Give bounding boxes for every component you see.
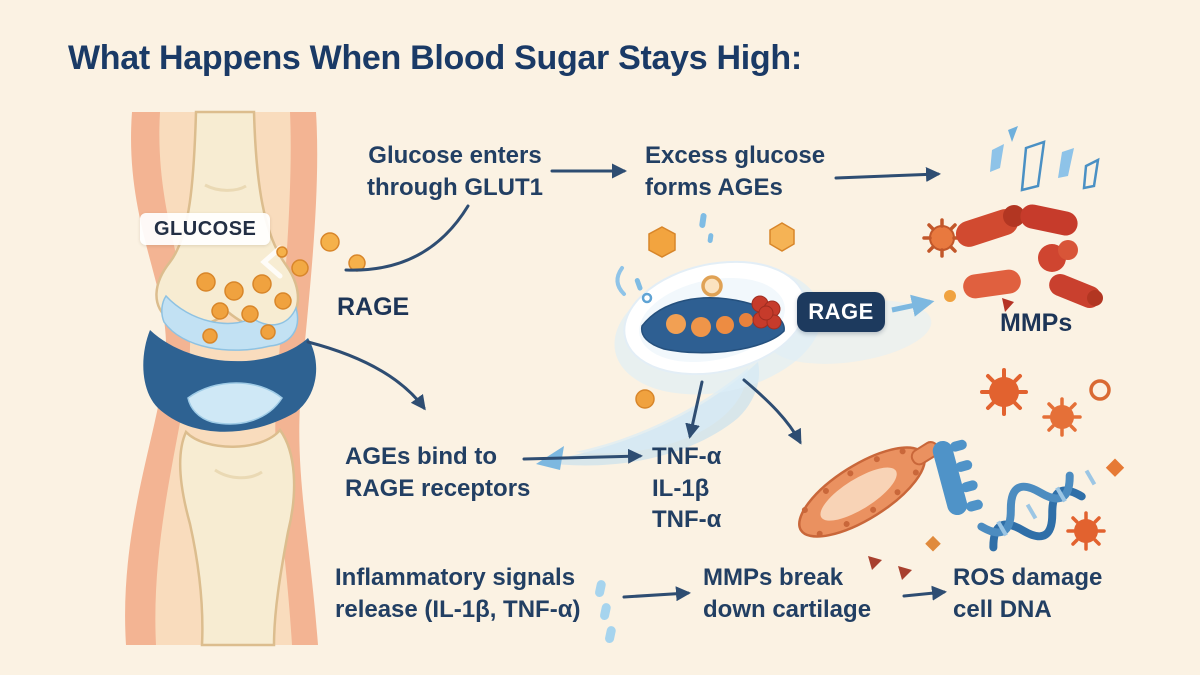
signal-marks — [634, 213, 714, 304]
arrow-rage-to-mmps — [891, 294, 935, 317]
step-excess-glucose: Excess glucose forms AGEs — [645, 142, 826, 201]
page-title: What Happens When Blood Sugar Stays High… — [68, 39, 802, 77]
age-cluster — [751, 295, 782, 330]
debris-triangle — [868, 556, 882, 570]
spiky-sun-icon — [922, 218, 962, 258]
arrow-step5-to-step6 — [902, 585, 947, 601]
rage-badge: RAGE — [797, 292, 885, 332]
glucose-dots — [196, 232, 366, 344]
tibia-bone — [178, 427, 296, 647]
ros-icons — [868, 368, 1125, 580]
flow-arrows — [306, 163, 947, 602]
step-inflammatory-signals: Inflammatory signals release (IL-1β, TNF… — [335, 564, 581, 623]
glucose-tag: GLUCOSE — [140, 213, 271, 245]
glucose-ring — [701, 275, 723, 297]
glucose-dots-in-cell — [666, 313, 753, 337]
glucose-hexagon — [769, 222, 795, 252]
ros-spiky-circle — [980, 368, 1028, 416]
dna-icon — [977, 469, 1097, 552]
cell-receptor-pocket — [640, 297, 785, 354]
glucose-hexagon — [648, 226, 676, 258]
ros-spiky-circle — [1042, 397, 1082, 437]
cytokine-list: TNF-α IL-1β TNF-α — [652, 443, 722, 534]
glucose-dot — [635, 389, 655, 409]
cartilage-texture-dots — [801, 448, 919, 537]
arrow-cell-to-cytokines — [685, 380, 704, 439]
step-ages-bind: AGEs bind to RAGE receptors — [345, 443, 531, 502]
arrow-step4-to-step5 — [622, 586, 691, 602]
cartilage-fragment-icon — [798, 441, 940, 538]
knee-joint-illustration — [125, 110, 366, 647]
mmps-label: MMPs — [1000, 309, 1073, 337]
debris-triangle — [898, 566, 912, 580]
meniscus-cartilage — [187, 382, 283, 425]
motion-mark — [615, 266, 626, 296]
arrow-cell-to-cartilage — [742, 378, 802, 445]
mmp-enzyme-icons — [922, 204, 1103, 312]
step-ros-damage: ROS damage cell DNA — [953, 564, 1103, 623]
arrow-knee-to-step3 — [306, 340, 426, 411]
ros-ring — [1089, 379, 1111, 401]
collagen-comb-icon — [932, 439, 983, 516]
cell-illustration — [614, 213, 935, 395]
step-glucose-enters: Glucose enters through GLUT1 — [367, 142, 543, 201]
debris-diamond — [1105, 458, 1125, 477]
debris-diamond — [925, 535, 941, 552]
bone-texture — [214, 468, 263, 480]
step-mmps-break: MMPs break down cartilage — [703, 564, 872, 623]
skin-highlight — [260, 245, 283, 279]
curve-step1-to-knee — [344, 204, 470, 272]
bone-texture — [204, 183, 247, 192]
signal-dashes — [595, 580, 616, 644]
arrow-step2-to-crystals — [834, 166, 941, 182]
rage-label: RAGE — [337, 293, 410, 321]
ros-spiky-circle — [1066, 511, 1106, 551]
arrow-step3-to-cytokines — [522, 448, 643, 464]
age-crystal-icons — [990, 126, 1100, 192]
